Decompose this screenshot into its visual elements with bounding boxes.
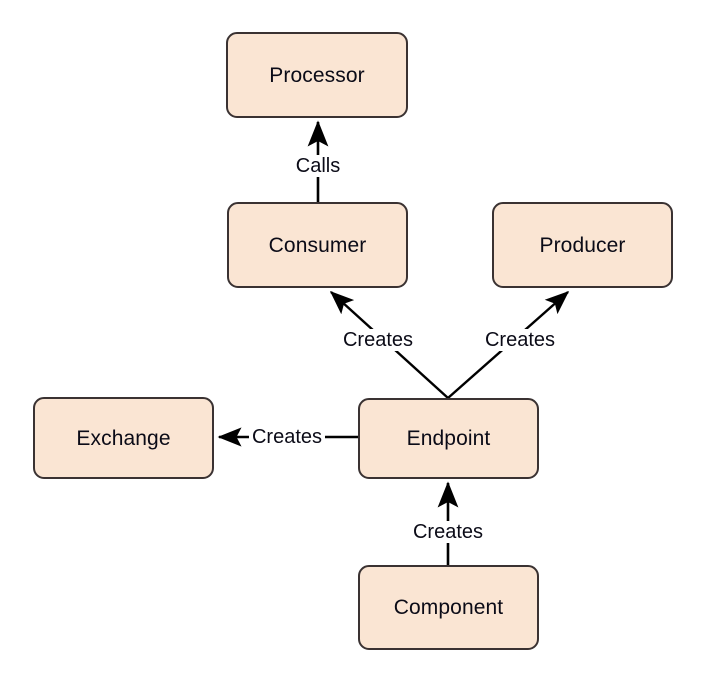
node-processor[interactable]: Processor <box>226 32 408 118</box>
node-producer-label: Producer <box>539 233 626 257</box>
node-consumer[interactable]: Consumer <box>227 202 408 288</box>
node-endpoint[interactable]: Endpoint <box>358 398 539 479</box>
node-component-label: Component <box>393 596 504 619</box>
node-exchange[interactable]: Exchange <box>33 397 214 479</box>
node-component[interactable]: Component <box>358 565 539 650</box>
edge-label-creates-exchange: Creates <box>248 426 326 448</box>
edge-label-calls: Calls <box>292 155 344 177</box>
node-consumer-label: Consumer <box>268 233 367 257</box>
edge-label-creates-producer: Creates <box>481 329 559 351</box>
node-processor-label: Processor <box>269 63 365 87</box>
node-producer[interactable]: Producer <box>492 202 673 288</box>
node-endpoint-label: Endpoint <box>406 427 491 450</box>
edge-label-creates-consumer: Creates <box>339 329 417 351</box>
edge-label-creates-endpoint: Creates <box>409 521 487 543</box>
node-exchange-label: Exchange <box>76 426 171 450</box>
